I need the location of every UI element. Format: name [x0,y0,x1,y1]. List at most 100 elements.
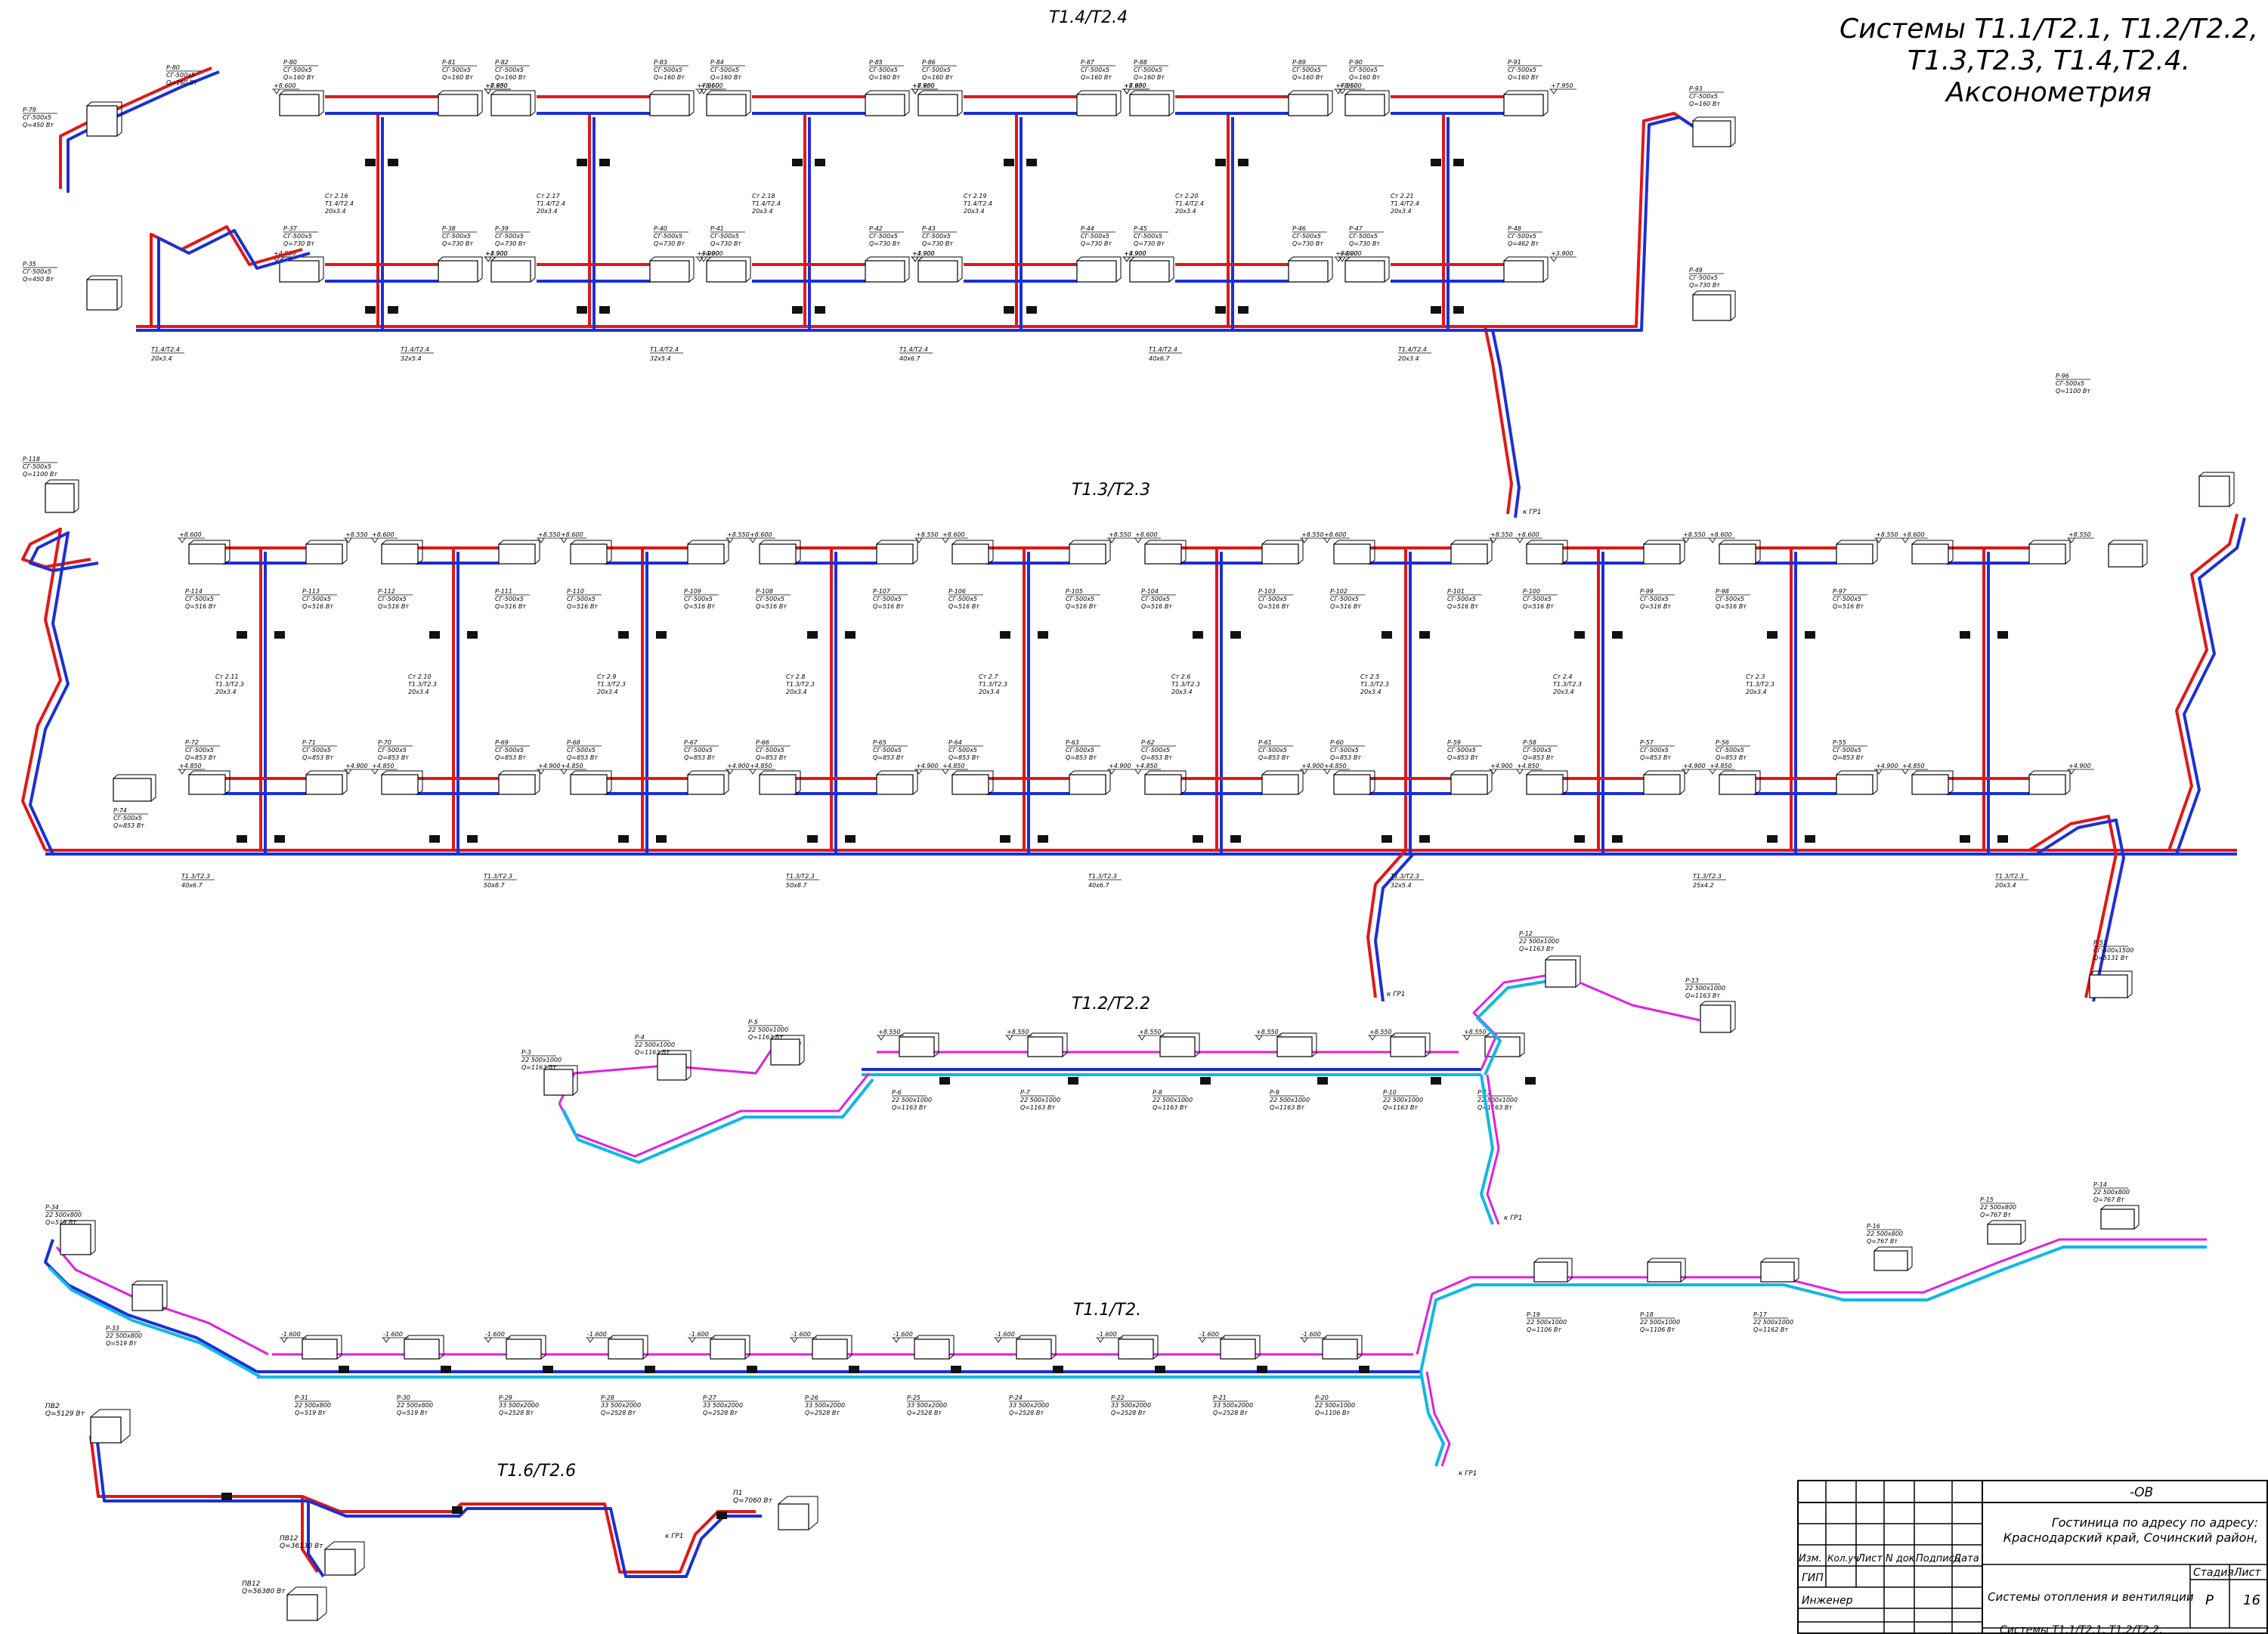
valve-icon [1960,631,1970,639]
radiator-body [1261,774,1299,795]
radiator-body [1069,543,1106,565]
radiator-t14-low [1288,256,1333,283]
radiator-label-line: Q=516 Вт [185,603,216,610]
branch-supply-right [1481,112,1710,328]
radiator-label-line: Q=5131 Вт [2093,955,2128,961]
radiator-edge [2028,770,2071,795]
riser-size: 20х3.4 [1171,689,1193,695]
stamp-col-kol: Кол.уч [1827,1553,1859,1564]
radiator-label-line: Р-96 [2056,373,2069,379]
radiator-edge [710,1335,750,1360]
radiator-label-line: 33 500х2000 [703,1402,743,1409]
radiator-t13-low [876,770,918,795]
radiator-body [649,260,690,283]
riser-id: Ст 2.7 [979,673,998,680]
radiator-label-line: Q=516 Вт [1640,603,1671,610]
radiator-label-line: Q=730 Вт [922,240,953,247]
radiator-t14-top [490,90,536,116]
elevation-text: -1.600 [587,1331,607,1338]
radiator-label-line: Р-33 [106,1325,119,1332]
radiator-label-line: СГ-500х5 [1134,233,1162,240]
riser-caption: Т1.3/Т2.3 [1553,681,1582,688]
valve-icon [1200,1077,1211,1085]
radiator-label-line: Q=853 Вт [1833,754,1864,761]
elevation-text: +3.900 [1335,250,1358,257]
valve-icon [1257,1366,1267,1373]
elevation-mark: +8.550 [877,1029,904,1041]
radiator-t13-top [951,540,994,565]
valve-icon [1574,835,1585,843]
radiator-label-line: Р-48 [1508,225,1521,232]
elevation-arrow [1709,537,1716,543]
riser-size: 20х3.4 [537,208,558,215]
radiator-body [914,1338,950,1360]
radiator-label-line: Р-114 [185,588,203,595]
radiator-label-line: 22 500х1000 [1020,1097,1060,1103]
ventilation-unit-edge [90,1409,131,1444]
radiator-label-line: Q=516 Вт [1716,603,1747,610]
valve-icon [1193,835,1203,843]
elevation-mark: +4.900 [344,763,371,775]
elevation-text: +7.950 [697,82,719,89]
radiator-t12 [1276,1032,1317,1057]
elevation-mark: +4.850 [748,763,775,775]
radiator-edge [1159,1032,1200,1057]
radiator-label-line: Q=1106 Вт [1527,1326,1561,1333]
radiator-body [687,774,725,795]
radiator-label-line: Р-61 [1258,739,1272,746]
radiator-label-line: Q=160 Вт [1689,101,1720,107]
radiator-label-line: 22 500х800 [2093,1189,2130,1196]
elevation-text: -1.600 [1097,1331,1117,1338]
radiator-body [498,543,536,565]
elevation-text: +8.600 [179,531,202,538]
elevation-text: +4.900 [912,250,935,257]
elevation-text: -1.600 [689,1331,709,1338]
radiator-body [1159,1036,1196,1057]
radiator-label-line: Р-55 [1833,739,1846,746]
pipe-label-size: 40х6.7 [181,882,203,889]
radiator-label-line: Р-98 [1716,588,1729,595]
unit-power: Q=7060 Вт [733,1497,773,1505]
riser-id: Ст 2.17 [537,193,561,200]
stamp-col-doc: N док [1886,1553,1915,1564]
radiator-edge [917,90,963,116]
radiator-label-line: Р-42 [869,225,883,232]
radiator-body [438,94,478,116]
radiator-edge [1692,290,1736,321]
radiator-body [490,94,531,116]
radiator-edge [1911,540,1954,565]
radiator-label-line: СГ-500х5 [113,815,142,822]
radiator-edge [1719,770,1761,795]
radiator-edge [1484,1032,1525,1057]
unit-power: Q=56380 Вт [242,1588,286,1595]
radiator-label-line: Q=767 Вт [1867,1238,1898,1245]
radiator-t11-right [1760,1258,1799,1283]
radiator-body [1344,94,1385,116]
radiator-label-line: Р-65 [873,739,886,746]
radiator-right [1692,116,1736,147]
elevation-text: -1.600 [995,1331,1015,1338]
riser-id: Ст 2.8 [786,673,806,680]
elevation-arrow [995,1337,1002,1343]
radiator-t13-low [951,770,994,795]
radiator-label-line: 22 500х1000 [635,1041,675,1048]
radiator-body [1129,94,1170,116]
pipe-label-name: Т1.3/Т2.3 [181,873,210,880]
radiator-left [60,1220,96,1255]
radiator-edge [865,256,910,283]
unit-id: П1 [733,1490,743,1497]
radiator-body [86,105,118,137]
elevation-mark: +8.550 [1462,1029,1490,1041]
valve-icon [1238,306,1248,314]
elevation-arrow [2068,769,2075,775]
